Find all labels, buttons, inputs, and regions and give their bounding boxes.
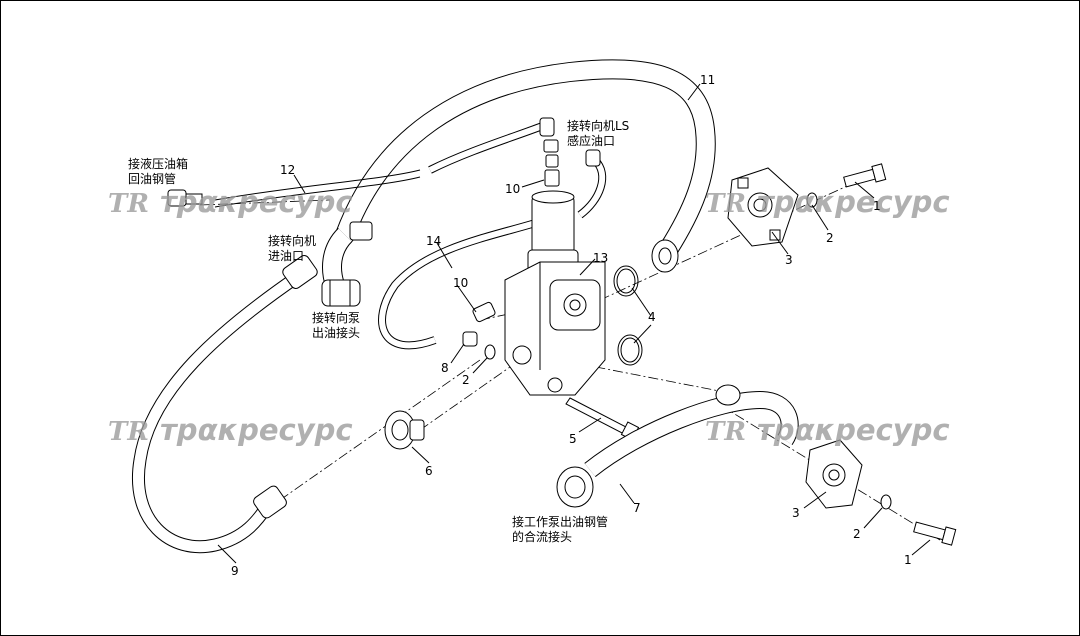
hose-14 xyxy=(378,216,547,350)
callout-2-upper: 2 xyxy=(826,231,834,245)
callout-11: 11 xyxy=(700,73,715,87)
valve-block-13 xyxy=(504,190,606,396)
ls-fittings xyxy=(539,117,601,187)
hose-11 xyxy=(322,59,716,289)
hose-11-fittings xyxy=(321,221,679,307)
callout-12: 12 xyxy=(280,163,295,177)
callout-14: 14 xyxy=(426,234,441,248)
fitting-12 xyxy=(167,189,203,207)
callout-6: 6 xyxy=(425,464,433,478)
note-tank-return-1: 接液压油箱 xyxy=(128,156,188,171)
connection-notes: 接液压油箱 回油钢管 接转向机 进油口 接转向泵 出油接头 接转向机LS 感应油… xyxy=(128,118,629,544)
hose-7-fittings xyxy=(556,384,741,508)
fitting-10-left xyxy=(472,301,496,323)
callout-2-lower: 2 xyxy=(853,527,861,541)
watermark-bottom-left: TR трακресурс xyxy=(108,413,353,447)
svg-text:трακресурс: трακресурс xyxy=(757,413,950,447)
plug-8 xyxy=(462,331,478,347)
svg-text:трακресурс: трακресурс xyxy=(160,413,353,447)
note-steering-ls-1: 接转向机LS xyxy=(567,118,629,133)
svg-text:TR: TR xyxy=(108,417,149,447)
bolt-5 xyxy=(565,397,640,441)
watermark-bottom-right: TR трακресурс xyxy=(705,413,950,447)
callout-1-lower: 1 xyxy=(904,553,912,567)
svg-text:TR: TR xyxy=(705,189,746,219)
note-steering-pump-1: 接转向泵 xyxy=(312,310,360,325)
callout-5: 5 xyxy=(569,432,577,446)
watermark-top-left: TR трακресурс xyxy=(108,185,353,219)
o-rings-4 xyxy=(613,265,643,366)
callout-2-center: 2 xyxy=(462,373,470,387)
note-work-pump-1: 接工作泵出油钢管 xyxy=(512,514,608,529)
callout-3-upper: 3 xyxy=(785,253,793,267)
callout-10-upper: 10 xyxy=(505,182,520,196)
svg-text:трακресурс: трακресурс xyxy=(757,185,950,219)
note-tank-return-2: 回油钢管 xyxy=(128,171,176,186)
hose-7 xyxy=(584,390,799,478)
callout-3-lower: 3 xyxy=(792,506,800,520)
callout-9: 9 xyxy=(231,564,239,578)
callout-4: 4 xyxy=(648,310,656,324)
hose-9-fittings xyxy=(253,255,318,519)
note-work-pump-2: 的合流接头 xyxy=(512,529,572,544)
svg-text:трακресурс: трακресурс xyxy=(160,185,353,219)
hose-12 xyxy=(214,169,421,208)
callout-8: 8 xyxy=(441,361,449,375)
watermark-top-right: TR трακресурс xyxy=(705,185,950,219)
callout-7: 7 xyxy=(633,501,641,515)
svg-text:TR: TR xyxy=(108,189,149,219)
callout-1-upper: 1 xyxy=(873,199,881,213)
hose-9 xyxy=(132,269,304,554)
leader-lines xyxy=(217,83,931,564)
flange-3-upper xyxy=(727,167,799,247)
callout-13: 13 xyxy=(593,251,608,265)
note-steering-pump-2: 出油接头 xyxy=(312,325,360,340)
note-steering-inlet-1: 接转向机 xyxy=(268,233,316,248)
callout-10-lower: 10 xyxy=(453,276,468,290)
bolt-1-lower xyxy=(912,518,957,546)
washers-2 xyxy=(484,192,892,510)
part-callouts: 11 12 10 14 13 10 4 8 2 5 6 7 9 1 2 3 3 … xyxy=(231,73,912,578)
note-steering-inlet-2: 进油口 xyxy=(268,249,304,263)
adapter-6 xyxy=(384,410,425,450)
note-steering-ls-2: 感应油口 xyxy=(567,133,615,148)
svg-text:TR: TR xyxy=(705,417,746,447)
flange-3-lower xyxy=(805,439,863,509)
